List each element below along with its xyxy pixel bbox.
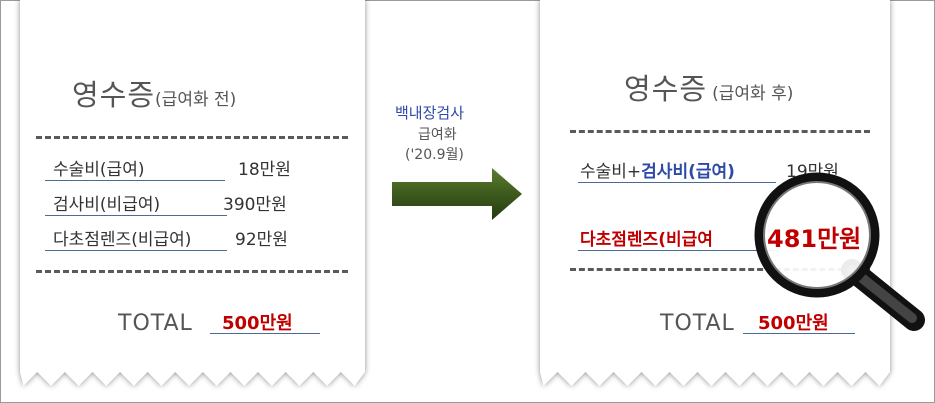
item-row: 수술비+검사비(급여) xyxy=(580,157,735,182)
dashed-divider-bottom xyxy=(36,270,348,273)
total-underline xyxy=(210,333,320,334)
item-underline xyxy=(45,250,227,251)
magnified-value: 481만원 xyxy=(767,225,862,253)
item-label: 다초점렌즈(비급여) xyxy=(53,230,192,250)
item-underline xyxy=(45,180,225,181)
total-underline xyxy=(743,333,855,334)
item-row: 다초점렌즈(비급여) xyxy=(53,225,191,250)
item-underline xyxy=(578,182,776,183)
item-label-highlight: 검사비(급여) xyxy=(641,162,735,182)
total-label: TOTAL xyxy=(118,311,193,336)
dashed-divider-bottom xyxy=(570,268,870,271)
total-label: TOTAL xyxy=(660,311,735,336)
item-underline xyxy=(45,215,227,216)
item-value: 18만원 xyxy=(238,160,291,180)
receipt-title: 영수증 (급여화 후) xyxy=(624,66,793,108)
change-date: ('20.9월) xyxy=(405,147,464,163)
change-title: 백내장검사 xyxy=(395,104,465,122)
dashed-divider-top xyxy=(36,136,348,139)
receipt-title: 영수증(급여화 전) xyxy=(72,72,236,114)
receipt-title-sub: (급여화 전) xyxy=(155,90,237,110)
item-label: 수술비(급여) xyxy=(53,160,145,180)
receipt-before: 영수증(급여화 전) 수술비(급여) 18만원 검사비(비급여) 390만원 다… xyxy=(20,0,365,395)
item-row: 수술비(급여) xyxy=(53,155,144,180)
item-row: 다초점렌즈(비급여 xyxy=(580,225,713,250)
magnifying-glass-icon xyxy=(754,172,925,331)
change-subtitle: 급여화 xyxy=(418,127,457,143)
item-label: 검사비(비급여) xyxy=(53,195,161,215)
total-value: 500만원 xyxy=(222,313,293,334)
item-value: 390만원 xyxy=(223,195,287,215)
item-value: 92만원 xyxy=(235,230,288,250)
item-label: 수술비+ xyxy=(580,162,642,182)
item-underline xyxy=(578,250,778,251)
receipt-paper xyxy=(20,0,365,386)
receipt-title-sub: (급여화 후) xyxy=(712,84,794,104)
item-row: 검사비(비급여) xyxy=(53,190,160,215)
receipt-title-main: 영수증 xyxy=(72,78,156,112)
right-arrow-icon xyxy=(392,168,522,220)
item-label: 다초점렌즈(비급여 xyxy=(580,230,713,250)
receipt-title-main: 영수증 xyxy=(624,72,708,106)
total-value: 500만원 xyxy=(758,313,829,334)
dashed-divider-top xyxy=(570,130,870,133)
